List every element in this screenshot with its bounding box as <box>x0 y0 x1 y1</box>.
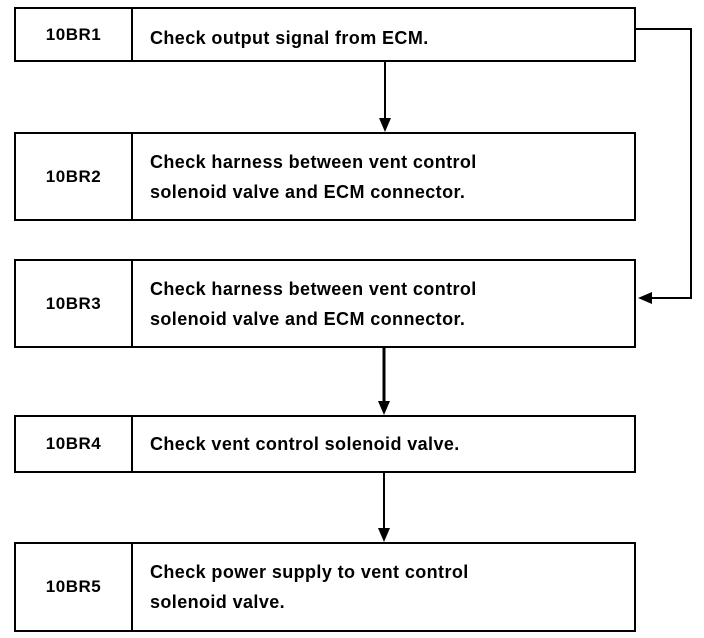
step-code: 10BR5 <box>16 544 133 630</box>
step-code: 10BR2 <box>16 134 133 219</box>
step-code: 10BR3 <box>16 261 133 346</box>
step-description: Check harness between vent control solen… <box>150 151 477 202</box>
step-10br3: 10BR3 Check harness between vent control… <box>14 259 636 348</box>
step-description: Check vent control solenoid valve. <box>150 434 460 454</box>
step-10br4: 10BR4 Check vent control solenoid valve. <box>14 415 636 473</box>
arrow-10br4-to-10br5 <box>378 473 390 542</box>
arrow-10br1-to-10br2 <box>379 62 391 132</box>
step-description: Check power supply to vent control solen… <box>150 562 469 612</box>
step-description: Check output signal from ECM. <box>150 28 429 48</box>
arrow-10br3-to-10br4 <box>378 348 390 415</box>
step-description: Check harness between vent control solen… <box>150 278 477 329</box>
step-10br1: 10BR1 Check output signal from ECM. <box>14 7 636 62</box>
step-code: 10BR4 <box>16 417 133 471</box>
step-10br5: 10BR5 Check power supply to vent control… <box>14 542 636 632</box>
step-code: 10BR1 <box>16 9 133 60</box>
arrow-10br1-to-10br3 <box>636 28 692 304</box>
step-10br2: 10BR2 Check harness between vent control… <box>14 132 636 221</box>
